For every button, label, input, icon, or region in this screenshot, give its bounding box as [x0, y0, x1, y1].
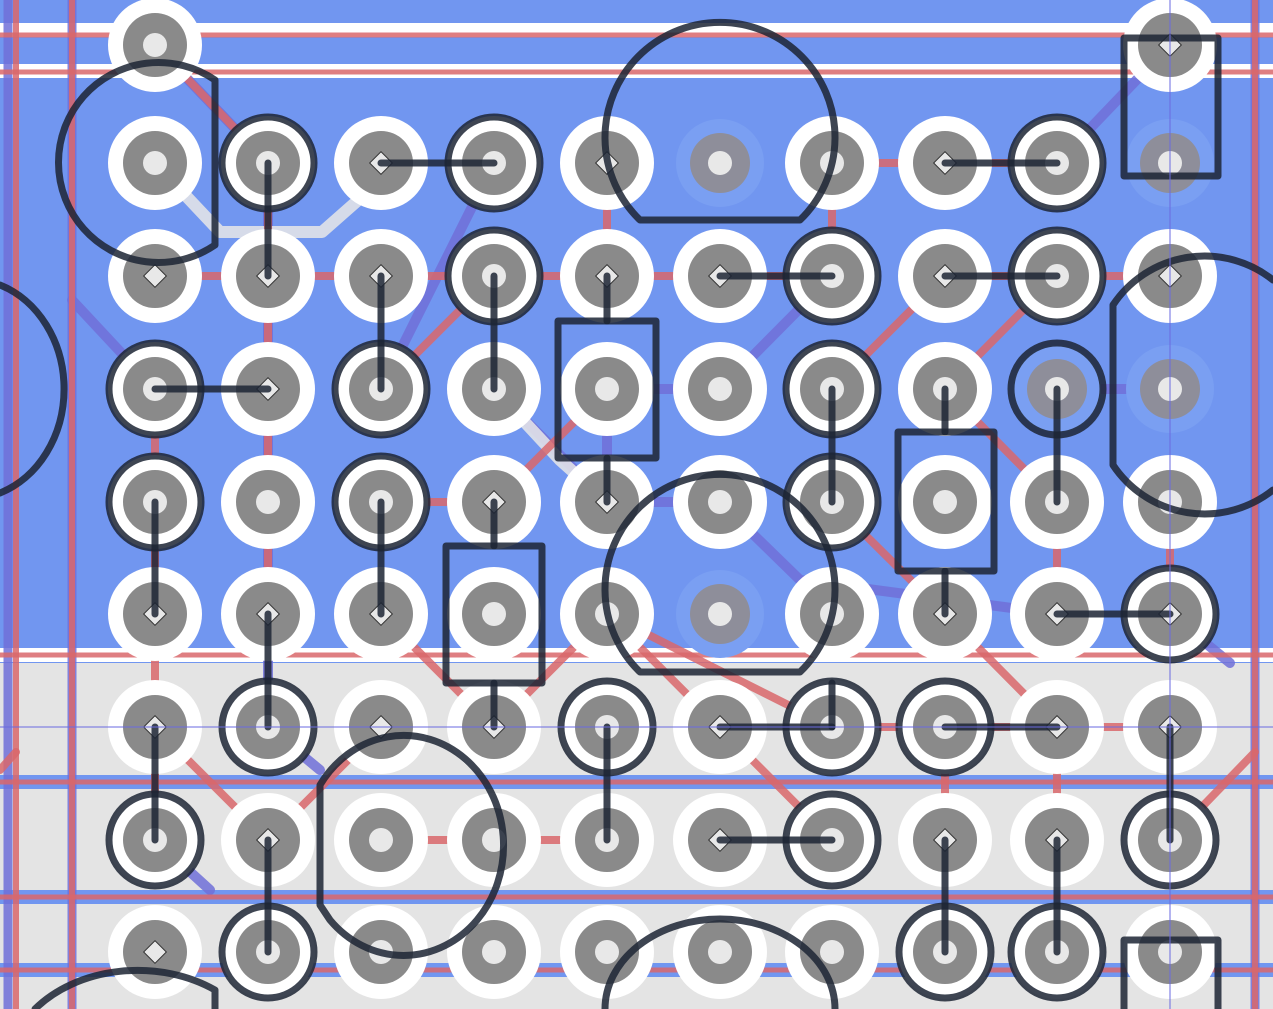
pad-hole: [143, 33, 167, 57]
pad-hole: [142, 939, 168, 965]
capacitor-outline-c2: [0, 281, 68, 497]
pad[interactable]: [221, 455, 315, 549]
pin-outline: [1007, 113, 1107, 213]
transistor-outline-q2: [601, 470, 839, 676]
pad-hole: [256, 490, 280, 514]
pad[interactable]: [108, 116, 202, 210]
capacitor-outline-c4: [316, 732, 507, 959]
pad[interactable]: [108, 905, 202, 999]
silkscreen-layer: [0, 18, 1273, 1009]
pad[interactable]: [673, 455, 767, 549]
pad-hole: [369, 828, 393, 852]
pad[interactable]: [673, 905, 767, 999]
pad[interactable]: [560, 342, 654, 436]
capacitor-outline-c1: [55, 59, 219, 266]
pin-outline: [331, 452, 431, 552]
pin-outline: [782, 339, 882, 439]
pad-hole: [708, 940, 732, 964]
transistor-outline-q1: [601, 18, 839, 224]
pad-hole: [482, 602, 506, 626]
pad-hole: [708, 490, 732, 514]
pad-hole: [820, 940, 844, 964]
pad[interactable]: [785, 905, 879, 999]
pad[interactable]: [447, 905, 541, 999]
pin-outline: [895, 902, 995, 1002]
pin-outline: [331, 339, 431, 439]
pin-outline: [1007, 339, 1107, 439]
pad-hole: [143, 151, 167, 175]
pad[interactable]: [673, 342, 767, 436]
pad[interactable]: [334, 793, 428, 887]
top-trace: [0, 748, 20, 774]
pad-hole: [708, 151, 732, 175]
header-outline-j2: [1120, 936, 1222, 1009]
pin-outline: [105, 452, 205, 552]
pad-hole: [595, 377, 619, 401]
pad-hole: [595, 940, 619, 964]
capacitor-outline-c3: [1109, 252, 1273, 518]
pad[interactable]: [108, 0, 202, 92]
pin-outline: [218, 113, 318, 213]
capacitor-outline-c5: [31, 966, 219, 1009]
pad-hole: [142, 263, 168, 289]
pad[interactable]: [898, 793, 992, 887]
pin-outline: [782, 790, 882, 890]
pad-layer: [108, 0, 1217, 999]
pad[interactable]: [676, 119, 764, 207]
pad[interactable]: [447, 567, 541, 661]
pad-hole: [482, 940, 506, 964]
pad[interactable]: [447, 793, 541, 887]
header-outline-j1: [1120, 34, 1222, 180]
pad-hole: [933, 490, 957, 514]
transistor-outline-q3: [601, 915, 839, 1009]
pin-outline: [105, 339, 205, 439]
pin-outline: [1007, 226, 1107, 326]
pin-outline: [105, 790, 205, 890]
bottom-trace: [602, 271, 837, 507]
pad[interactable]: [676, 570, 764, 658]
pad[interactable]: [560, 905, 654, 999]
pin-outline: [1007, 902, 1107, 1002]
pad[interactable]: [898, 455, 992, 549]
pad-hole: [708, 602, 732, 626]
pin-outline: [444, 113, 544, 213]
pin-outline: [218, 902, 318, 1002]
pad-hole: [708, 377, 732, 401]
pad[interactable]: [108, 229, 202, 323]
pin-outline: [782, 452, 882, 552]
pin-outline: [444, 226, 544, 326]
pin-outline: [782, 226, 882, 326]
